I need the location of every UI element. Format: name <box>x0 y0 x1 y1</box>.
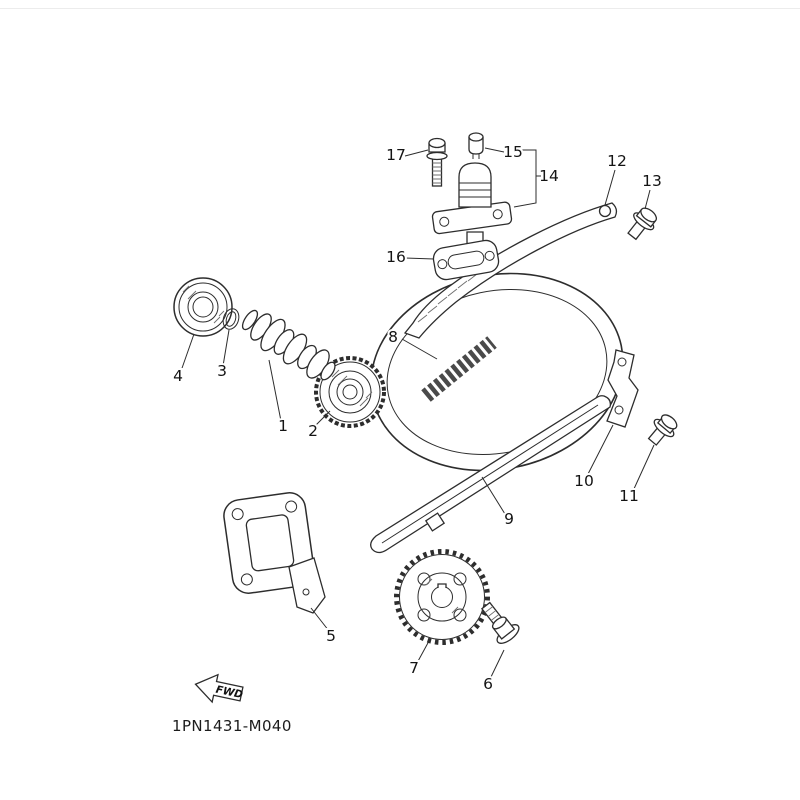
cover-plate-bracket <box>288 557 326 614</box>
part-bolt-6 <box>480 601 520 644</box>
part-bearing <box>173 277 233 337</box>
part-label-14: 14 <box>539 167 559 185</box>
part-label-11: 11 <box>619 487 639 505</box>
part-label-17: 17 <box>386 146 406 164</box>
part-label-1: 1 <box>278 417 288 435</box>
leader-lines <box>180 147 655 680</box>
part-label-8: 8 <box>388 328 398 346</box>
top-divider <box>0 8 800 9</box>
part-label-10: 10 <box>574 472 594 490</box>
part-guide-stopper <box>606 349 639 428</box>
part-cover-plate <box>223 492 326 614</box>
chain-links-detail <box>421 336 497 402</box>
part-label-7: 7 <box>409 659 419 677</box>
part-label-16: 16 <box>386 248 406 266</box>
part-label-5: 5 <box>326 627 336 645</box>
part-label-4: 4 <box>173 367 183 385</box>
part-label-15: 15 <box>503 143 523 161</box>
part-o-ring <box>222 308 240 330</box>
diagram-code: 1PN1431-M040 <box>172 717 292 735</box>
part-bolt-17 <box>426 137 448 187</box>
part-label-12: 12 <box>607 152 627 170</box>
part-camshaft <box>241 309 336 381</box>
part-bolt-11 <box>647 414 678 446</box>
part-cap-15 <box>468 132 484 159</box>
part-label-6: 6 <box>483 675 493 693</box>
fwd-arrow: FWD <box>194 673 245 704</box>
part-timing-chain <box>370 272 624 472</box>
tensioner-body <box>458 162 492 208</box>
part-label-3: 3 <box>217 362 227 380</box>
part-label-2: 2 <box>308 422 318 440</box>
part-label-13: 13 <box>642 172 662 190</box>
part-tensioner-bar <box>370 395 612 554</box>
part-cam-sprocket <box>314 356 386 428</box>
part-drive-sprocket <box>394 549 490 645</box>
part-tensioner-assembly <box>426 132 537 249</box>
part-label-9: 9 <box>504 510 514 528</box>
fwd-label: FWD <box>215 684 245 702</box>
part-gasket <box>432 239 500 281</box>
part-bolt-13 <box>627 207 658 241</box>
